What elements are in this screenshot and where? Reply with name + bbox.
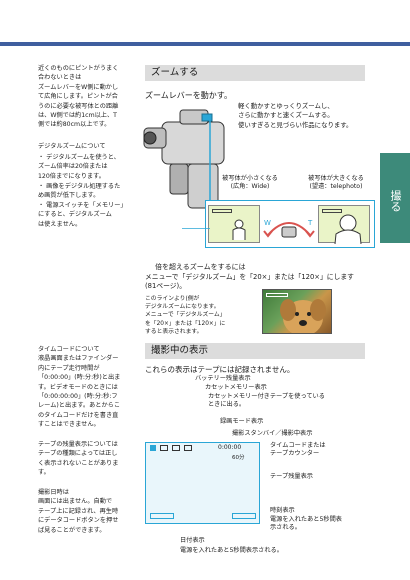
standby-icon [184, 445, 192, 451]
tape-remaining-label: テープ残量表示 [270, 473, 313, 480]
digital-zoom-title: デジタルズームについて [38, 143, 106, 150]
zoom-bar [322, 209, 342, 213]
digital-bar-note: このラインより(側が デジタルズームになります。 メニューで「デジタルズーム」 … [145, 296, 226, 335]
digital-zoom-item: ・ 電源スイッチを「メモリー」 にすると、デジタルズーム は使えません。 [38, 202, 127, 228]
cassette-label: カセットメモリー表示 [205, 384, 267, 391]
screen-counter: 0:00:00 [218, 444, 242, 451]
tele-label: 被写体が大きくなる (望遠：telephoto) [308, 175, 364, 190]
zoom-diagram-frame: W T [205, 200, 375, 248]
battery-label: バッテリー残量表示 [195, 375, 251, 382]
zoom-bar [266, 293, 288, 297]
cassette-icon [160, 445, 168, 451]
timecode-label: タイムコードまたは テープカウンター [270, 442, 326, 457]
record-mode-label: 録画モード表示 [220, 418, 264, 425]
connector-line [182, 228, 210, 229]
clock-label: 時刻表示 [270, 507, 295, 514]
record-mode-icon [172, 445, 180, 451]
tape-remaining-note: テープの残量表示については テープの種類によっては正し く表示されないことがあり… [38, 441, 119, 477]
side-tab-label: 撮る [389, 190, 402, 212]
wide-screen [208, 205, 260, 243]
focus-note: 近くのものにピントがうまく 合わないときは ズームレバーをW側に動かし て広角に… [38, 65, 119, 129]
digital-zoom-item: ・ デジタルズームを使うと、 ズーム倍率は20倍または 120倍までになります。 [38, 154, 120, 180]
display-section-heading: 撮影中の表示 [145, 343, 365, 359]
display-intro: これらの表示はテープには記録されません。 [145, 365, 295, 374]
timecode-note: タイムコードについて 液晶画面またはファインダー 内にテープ走行時間が 「0:0… [38, 346, 121, 429]
beyond-zoom-title: 倍を超えるズームをするには [155, 263, 246, 271]
battery-icon [150, 445, 156, 451]
dog-image [280, 299, 326, 333]
standby-label: 撮影スタンバイ／撮影中表示 [232, 430, 313, 437]
person-large-icon [334, 214, 362, 244]
wide-label: 被写体が小さくなる (広角：Wide) [222, 175, 278, 190]
zoom-bar [212, 209, 232, 213]
lcd-screen: 0:00:00 60分 [145, 442, 260, 524]
date-time-note: 撮影日時は 画面には出ません。自動で テープ上に記録され、再生時 にデータコード… [38, 489, 119, 534]
beyond-zoom-body: メニューで「デジタルズーム」を「20×」または「120×」にします (81ページ… [145, 273, 354, 291]
date-note: 電源を入れたあと5秒間表示される。 [180, 547, 283, 554]
zoom-section-heading: ズームする [145, 65, 365, 81]
zoom-lever-icon [263, 222, 315, 238]
person-small-icon [232, 219, 246, 240]
zoom-tip: 軽く動かすとゆっくりズームし、 さらに動かすと速くズームする。 使いすぎると見づ… [238, 102, 353, 129]
clock-note: 電源を入れたあと5秒間表 示される。 [270, 516, 342, 531]
clock-display-box [232, 513, 256, 519]
top-accent-bar [0, 42, 410, 46]
w-letter: W [264, 219, 271, 227]
screen-minutes: 60分 [232, 455, 245, 461]
tele-screen [318, 205, 370, 244]
camcorder-illustration [143, 109, 225, 228]
t-letter: T [308, 219, 313, 227]
cassette-note: カセットメモリー付きテープを使っている ときに出る。 [208, 393, 325, 408]
date-display-box [150, 513, 174, 519]
dog-photo [262, 289, 332, 334]
digital-zoom-item: ・ 画像をデジタル処理するた め画質が低下します。 [38, 183, 121, 200]
zoom-instruction: ズームレバーを動かす。 [145, 91, 232, 100]
date-label: 日付表示 [180, 537, 205, 544]
side-tab-background [380, 153, 410, 243]
